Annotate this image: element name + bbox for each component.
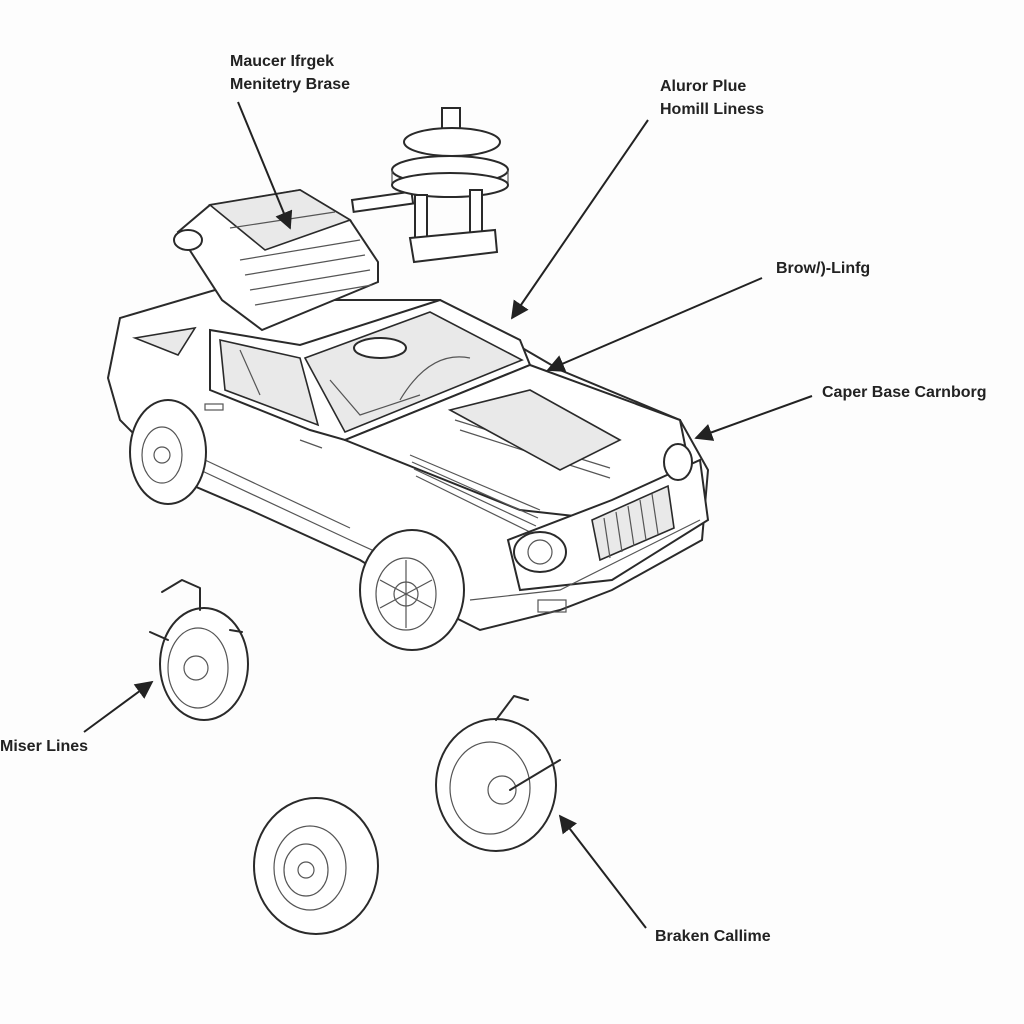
label-top-left: Maucer Ifrgek Menitetry Brase bbox=[230, 50, 350, 96]
label-top-right-line-1: Aluror Plue bbox=[660, 78, 747, 95]
car-front-wheel bbox=[359, 529, 465, 651]
label-top-right-line-2: Homill Liness bbox=[660, 101, 765, 118]
car-body bbox=[106, 288, 710, 632]
label-top-left-line-2: Menitetry Brase bbox=[230, 76, 351, 93]
label-brow: Brow/)-Linfg bbox=[776, 260, 871, 277]
label-top-left-line-1: Maucer Ifrgek bbox=[230, 53, 335, 70]
grille-slats bbox=[603, 493, 659, 559]
label-top-right: Aluror Plue Homill Liness bbox=[660, 75, 764, 121]
brake-assembly-right bbox=[435, 695, 561, 852]
loose-tire bbox=[253, 797, 379, 935]
leader-arrows bbox=[83, 101, 813, 929]
car-rear-wheel bbox=[129, 399, 207, 505]
floating-assembly bbox=[391, 107, 509, 264]
right-headlight bbox=[663, 443, 693, 481]
brake-assembly-left bbox=[149, 579, 249, 721]
label-caper: Caper Base Carnborg bbox=[822, 384, 987, 401]
label-miser: Miser Lines bbox=[0, 738, 89, 755]
label-braken: Braken Callime bbox=[655, 928, 771, 945]
left-headlight bbox=[513, 531, 567, 573]
